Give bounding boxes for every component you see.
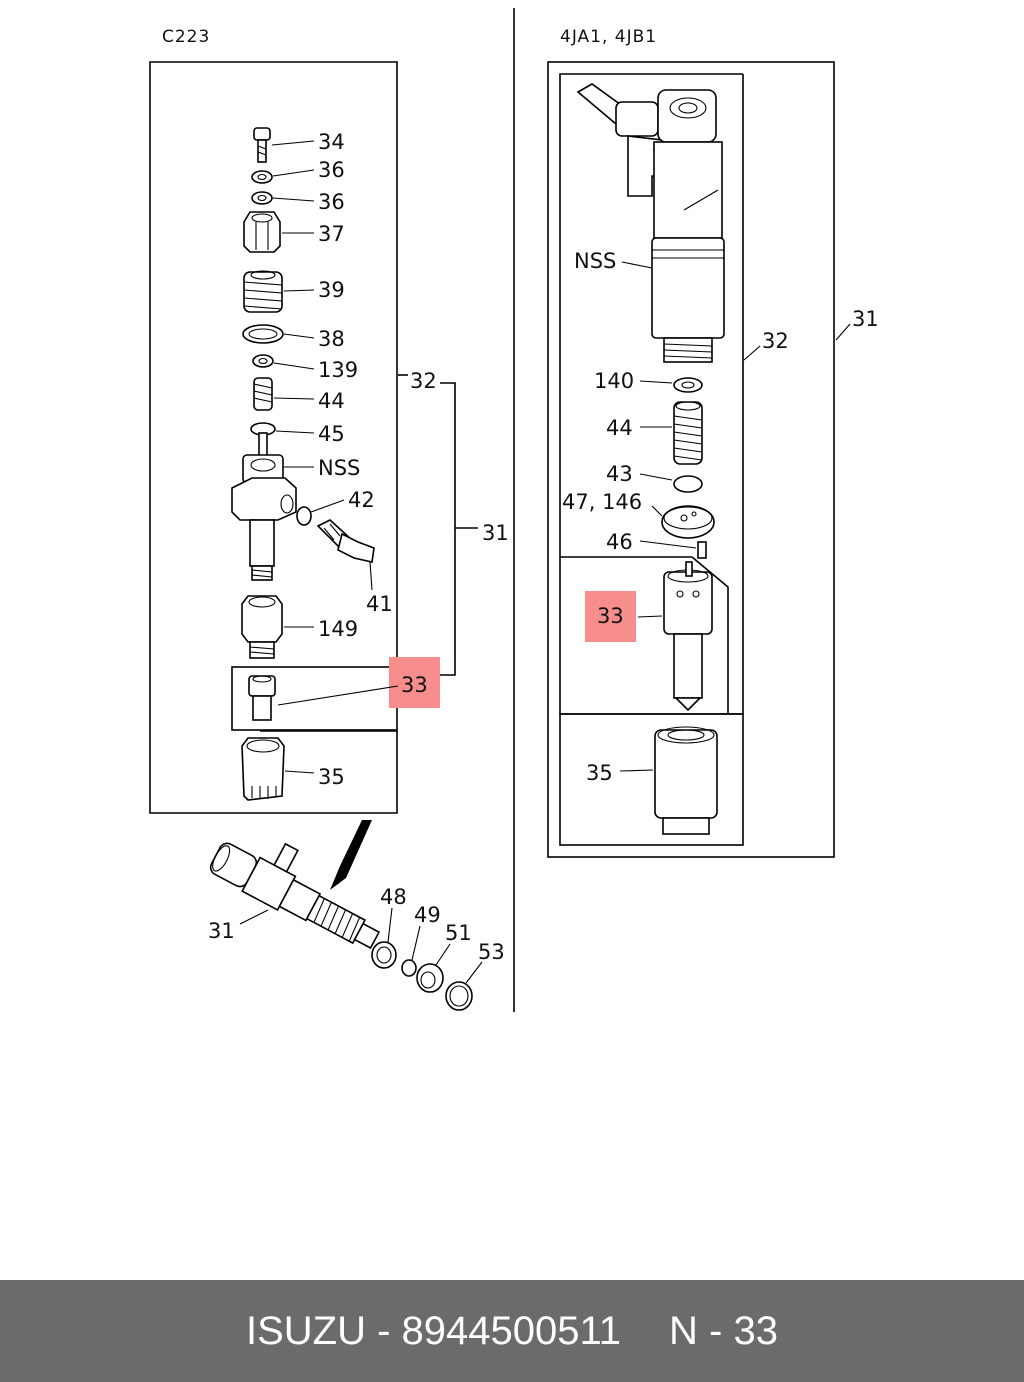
- right-assembly: NSS 32 31 140 44 43 47, 146 46 33 35: [547, 61, 879, 858]
- right-frame-31: [547, 61, 835, 858]
- label-139: 139: [318, 358, 358, 382]
- label-39: 39: [318, 278, 345, 302]
- part-44-spring: [253, 377, 273, 411]
- part-36-washer-a: [251, 170, 273, 184]
- highlight-33-left: [389, 657, 440, 708]
- footer-bar: ISUZU - 8944500511 N - 33: [0, 1280, 1024, 1382]
- part-45-pushrod: [250, 422, 276, 460]
- label-44-right: 44: [606, 416, 633, 440]
- parts-diagram: C223 4JA1, 4JB1: [149, 8, 879, 1012]
- part-47-146-distance-piece: [661, 505, 715, 539]
- label-42: 42: [348, 488, 375, 512]
- label-35-left: 35: [318, 765, 345, 789]
- part-nss-body: [231, 454, 297, 581]
- part-41-connector: [316, 519, 375, 563]
- part-46-pin: [697, 541, 707, 559]
- highlight-33-right: [585, 591, 636, 642]
- label-37: 37: [318, 222, 345, 246]
- label-43: 43: [606, 462, 633, 486]
- part-43-disc: [673, 475, 703, 493]
- part-44-spring-right: [673, 401, 703, 465]
- part-139-washer: [252, 354, 274, 368]
- bracket-31: [440, 382, 456, 676]
- right-heading: 4JA1, 4JB1: [560, 27, 657, 47]
- label-32-left: 32: [410, 369, 437, 393]
- label-nss: NSS: [318, 456, 360, 480]
- part-35-sleeve-left: [241, 737, 285, 801]
- left-frame: [149, 61, 398, 814]
- label-32-right: 32: [762, 329, 789, 353]
- label-140: 140: [594, 369, 634, 393]
- footer-diagram-ref: N - 33: [669, 1308, 778, 1353]
- part-35-sleeve-right: [654, 726, 718, 835]
- label-31-bottom: 31: [208, 919, 235, 943]
- part-nss-holder: [576, 83, 725, 363]
- part-36-washer-b: [251, 191, 273, 205]
- arrow-pointer: [330, 820, 372, 890]
- injector-assembly-view: 31 48 49 51 53: [208, 820, 505, 1011]
- part-42-ring: [296, 506, 312, 526]
- label-36-a: 36: [318, 158, 345, 182]
- part-39-cap: [243, 270, 283, 313]
- label-33-right: 33: [597, 604, 624, 628]
- label-31-left: 31: [482, 521, 509, 545]
- label-33-left: 33: [401, 673, 428, 697]
- part-34-bolt: [253, 127, 271, 163]
- part-33-nozzle-left: [248, 675, 276, 721]
- label-35-right: 35: [586, 761, 613, 785]
- label-38: 38: [318, 327, 345, 351]
- footer-part-number: ISUZU - 8944500511: [246, 1308, 622, 1353]
- left-assembly: 34 36 36 37 39 38 139 44 45 NSS 42 41 14…: [149, 61, 509, 814]
- part-38-ring: [242, 324, 284, 344]
- part-48-seal: [371, 941, 397, 969]
- label-46: 46: [606, 530, 633, 554]
- label-47-146: 47, 146: [562, 490, 642, 514]
- label-nss-right: NSS: [574, 249, 616, 273]
- label-49: 49: [414, 903, 441, 927]
- part-149-nut: [241, 595, 283, 659]
- part-140-washer: [673, 377, 703, 393]
- label-149: 149: [318, 617, 358, 641]
- label-53: 53: [478, 940, 505, 964]
- label-36-b: 36: [318, 190, 345, 214]
- part-51-seal: [416, 963, 444, 993]
- part-49-washer: [401, 959, 417, 977]
- label-48: 48: [380, 885, 407, 909]
- label-51: 51: [445, 921, 472, 945]
- part-37-nut: [243, 211, 281, 253]
- part-33-nozzle-right: [663, 561, 713, 712]
- label-45: 45: [318, 422, 345, 446]
- right-nozzle-box: [691, 556, 729, 714]
- label-31-right: 31: [852, 307, 879, 331]
- label-41: 41: [366, 592, 393, 616]
- label-44: 44: [318, 389, 345, 413]
- left-heading: C223: [162, 27, 210, 47]
- right-frame-35: [559, 713, 744, 846]
- label-34: 34: [318, 130, 345, 154]
